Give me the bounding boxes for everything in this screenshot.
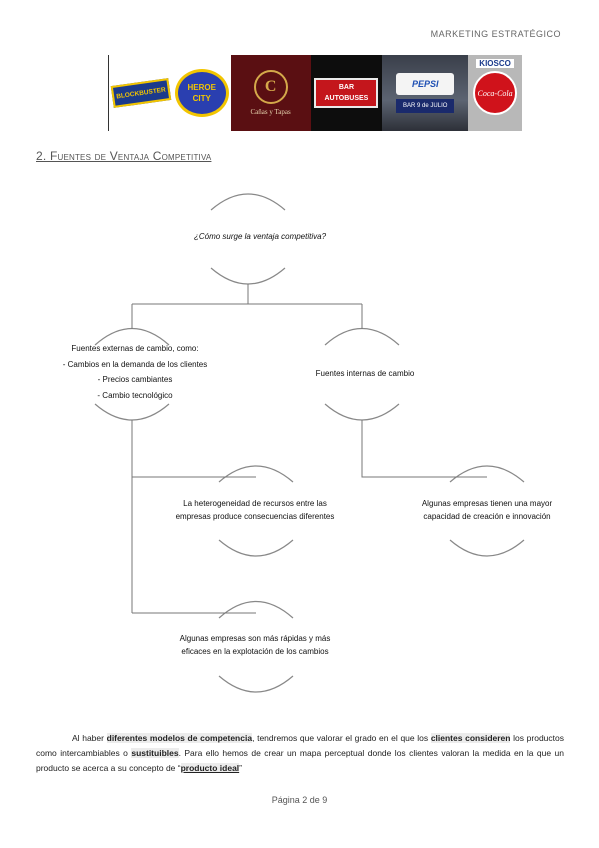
speed-line: eficaces en la explotación de los cambio… [181,646,329,656]
paragraph-text: , tendremos que valorar el grado en el q… [252,733,431,743]
connector-internal-to-innovation [361,420,487,478]
heroe-city-logo: HEROE CITY [172,55,231,131]
page-number: Página 2 de 9 [271,795,328,805]
external-node-bottom-arc [94,403,170,421]
innovation-node-top-arc [449,465,525,483]
internal-node-top-arc [324,327,400,346]
bar-autobuses-logo: BAR AUTOBUSES [310,55,383,131]
kiosco-label: KIOSCO [476,59,514,68]
kiosco-logo: KIOSCO Coca-Cola [468,55,523,131]
connector-external-to-children [131,420,256,614]
heterogeneity-node-top-arc [218,465,294,483]
paragraph-text: ” [239,763,242,773]
external-source-item: - Cambio tecnológico [97,390,173,400]
speed-node-bottom-arc [218,675,294,693]
connector-root-to-children [131,284,363,329]
external-source-item: - Cambios en la demanda de los clientes [62,359,208,369]
canas-y-tapas-logo: C Cañas y Tapas [230,55,311,131]
highlight-substitutable: sustituibles [131,748,179,758]
highlight-clients-consider: clientes consideren [430,733,511,743]
external-source-item: - Precios cambiantes [97,375,173,384]
paragraph-text: los productos como intercambiables o [36,733,564,758]
bar-sign-line2: AUTOBUSES [324,95,369,102]
highlight-competition-models: diferentes modelos de competencia [106,733,253,743]
pepsi-bar-sign: BAR 9 de JULIO [396,99,455,113]
logo-banner: BLOCKBUSTER HEROE CITY C Cañas y Tapas B… [108,55,523,131]
heterogeneity-line: La heterogeneidad de recursos entre las [183,499,327,508]
page-header-title: MARKETING ESTRATÉGICO [430,29,561,39]
heterogeneity-node-bottom-arc [218,539,294,557]
diagram-speed-node: Algunas empresas son más rápidas y más e… [150,633,360,658]
pepsi-logo: PEPSI BAR 9 de JULIO [382,55,469,131]
pepsi-logo-text: PEPSI [396,73,455,95]
root-node-top-arc [210,193,286,211]
root-node-bottom-arc [210,267,286,285]
bar-autobuses-sign: BAR AUTOBUSES [314,78,379,108]
speed-node-top-arc [218,600,294,619]
diagram-external-sources-node: Fuentes externas de cambio, como: - Camb… [40,341,230,403]
canas-emblem: C [253,70,288,104]
paragraph-text: . Para ello hemos de crear un mapa perce… [36,748,564,773]
diagram-root-node: ¿Cómo surge la ventaja competitiva? [193,232,327,241]
external-sources-title: Fuentes externas de cambio, como: [71,344,199,353]
diagram-innovation-node: Algunas empresas tienen una mayor capaci… [396,498,578,523]
innovation-node-bottom-arc [449,539,525,557]
innovation-line: Algunas empresas tienen una mayor [421,499,553,508]
paragraph-text: Al haber [72,733,107,743]
canas-logo-text: Cañas y Tapas [250,108,291,116]
bar-sign-line1: BAR [338,84,354,91]
innovation-line: capacidad de creación e innovación [423,511,551,521]
coca-cola-logo-text: Coca-Cola [473,71,518,115]
diagram-heterogeneity-node: La heterogeneidad de recursos entre las … [150,498,360,523]
internal-node-bottom-arc [324,403,400,421]
heroe-city-logo-text: HEROE CITY [174,69,229,117]
highlight-ideal-product: producto ideal [180,763,240,773]
body-paragraph: Al haber diferentes modelos de competenc… [36,731,564,776]
blockbuster-logo: BLOCKBUSTER [109,55,173,131]
speed-line: Algunas empresas son más rápidas y más [179,634,331,643]
diagram-internal-sources-node: Fuentes internas de cambio [315,369,415,378]
section-heading: 2. Fuentes de Ventaja Competitiva [36,149,212,163]
heterogeneity-line: empresas produce consecuencias diferente… [175,511,335,521]
